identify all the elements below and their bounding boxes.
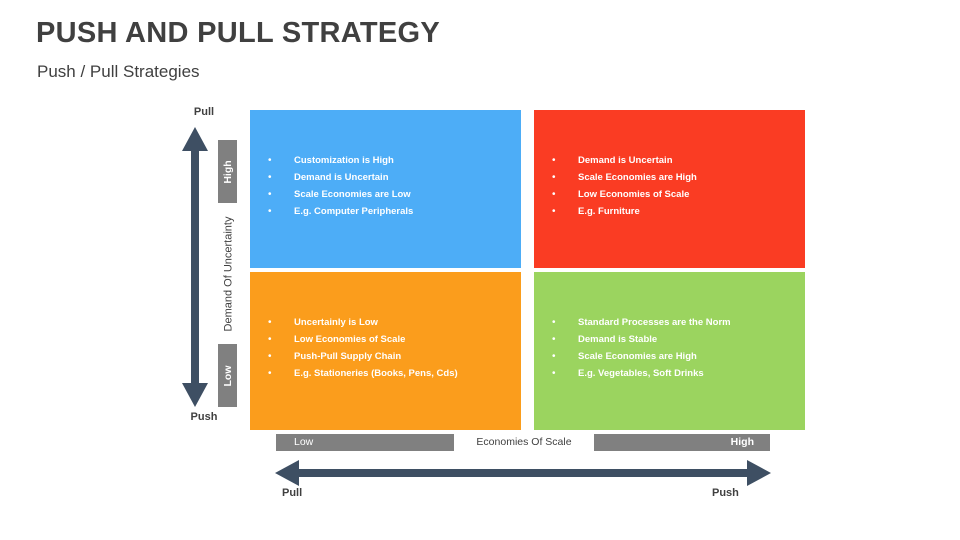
- bullet-icon: •: [268, 334, 272, 345]
- list-item: • Demand is Uncertain: [552, 152, 697, 169]
- list-item-label: Low Economies of Scale: [578, 189, 690, 200]
- horizontal-axis-low-label: Low: [294, 436, 314, 448]
- bullet-icon: •: [552, 334, 556, 345]
- list-item: • Demand is Stable: [552, 331, 731, 348]
- vertical-axis-low-tab: Low: [218, 344, 237, 407]
- list-item: • Standard Processes are the Norm: [552, 314, 731, 331]
- vertical-axis-title-label: Demand Of Uncertainty: [222, 216, 234, 332]
- list-item-label: Demand is Uncertain: [578, 155, 673, 166]
- bullet-icon: •: [268, 189, 272, 200]
- list-item: • Demand is Uncertain: [268, 169, 413, 186]
- bullet-icon: •: [268, 206, 272, 217]
- list-item-label: E.g. Computer Peripherals: [294, 206, 414, 217]
- double-headed-horizontal-arrow-icon: [275, 460, 771, 486]
- horizontal-axis-high-label: High: [730, 436, 754, 448]
- bullet-icon: •: [268, 172, 272, 183]
- quadrant-bottom-right-list: • Standard Processes are the Norm • Dema…: [552, 314, 731, 382]
- horizontal-axis-left-label: Pull: [282, 487, 303, 499]
- vertical-axis-top-label: Pull: [193, 106, 215, 118]
- bullet-icon: •: [552, 317, 556, 328]
- list-item: • Scale Economies are High: [552, 169, 697, 186]
- bullet-icon: •: [552, 155, 556, 166]
- list-item: • E.g. Vegetables, Soft Drinks: [552, 365, 731, 382]
- bullet-icon: •: [268, 317, 272, 328]
- quadrant-bottom-right: • Standard Processes are the Norm • Dema…: [534, 272, 805, 430]
- list-item-label: Uncertainly is Low: [294, 317, 378, 328]
- bullet-icon: •: [552, 189, 556, 200]
- vertical-axis-low-label: Low: [221, 365, 234, 386]
- horizontal-axis-right-label: Push: [712, 487, 739, 499]
- bullet-icon: •: [268, 368, 272, 379]
- list-item: • Scale Economies are High: [552, 348, 731, 365]
- list-item: • Scale Economies are Low: [268, 186, 413, 203]
- list-item-label: Low Economies of Scale: [294, 334, 406, 345]
- bullet-icon: •: [268, 155, 272, 166]
- list-item-label: Scale Economies are High: [578, 351, 697, 362]
- strategy-matrix: • Customization is High • Demand is Unce…: [250, 110, 805, 430]
- list-item: • Push-Pull Supply Chain: [268, 348, 458, 365]
- horizontal-axis-low-tab: Low: [276, 434, 454, 451]
- quadrant-bottom-left: • Uncertainly is Low • Low Economies of …: [250, 272, 521, 430]
- quadrant-top-right: • Demand is Uncertain • Scale Economies …: [534, 110, 805, 268]
- list-item-label: Demand is Stable: [578, 334, 658, 345]
- list-item-label: Scale Economies are High: [578, 172, 697, 183]
- vertical-axis-high-label: High: [221, 159, 234, 184]
- quadrant-top-left-list: • Customization is High • Demand is Unce…: [268, 152, 413, 220]
- list-item: • Low Economies of Scale: [552, 186, 697, 203]
- list-item: • E.g. Furniture: [552, 203, 697, 220]
- vertical-axis-title: Demand Of Uncertainty: [196, 194, 260, 354]
- vertical-axis-high-tab: High: [218, 140, 237, 203]
- list-item: • Uncertainly is Low: [268, 314, 458, 331]
- page-subtitle: Push / Pull Strategies: [37, 62, 200, 81]
- bullet-icon: •: [552, 206, 556, 217]
- page-title: PUSH AND PULL STRATEGY: [36, 17, 441, 49]
- bullet-icon: •: [552, 172, 556, 183]
- list-item-label: E.g. Furniture: [578, 206, 640, 217]
- list-item: • E.g. Computer Peripherals: [268, 203, 413, 220]
- bullet-icon: •: [552, 368, 556, 379]
- list-item: • Customization is High: [268, 152, 413, 169]
- bullet-icon: •: [552, 351, 556, 362]
- quadrant-bottom-left-list: • Uncertainly is Low • Low Economies of …: [268, 314, 458, 382]
- list-item-label: Demand is Uncertain: [294, 172, 389, 183]
- double-headed-vertical-arrow-icon: [182, 127, 208, 407]
- list-item-label: E.g. Vegetables, Soft Drinks: [578, 368, 704, 379]
- list-item-label: Standard Processes are the Norm: [578, 317, 731, 328]
- list-item: • E.g. Stationeries (Books, Pens, Cds): [268, 365, 458, 382]
- horizontal-axis-title: Economies Of Scale: [476, 436, 572, 448]
- horizontal-axis-high-tab: High: [594, 434, 770, 451]
- list-item: • Low Economies of Scale: [268, 331, 458, 348]
- vertical-axis-bottom-label: Push: [190, 411, 218, 423]
- list-item-label: Customization is High: [294, 155, 394, 166]
- quadrant-top-right-list: • Demand is Uncertain • Scale Economies …: [552, 152, 697, 220]
- quadrant-top-left: • Customization is High • Demand is Unce…: [250, 110, 521, 268]
- list-item-label: E.g. Stationeries (Books, Pens, Cds): [294, 368, 458, 379]
- bullet-icon: •: [268, 351, 272, 362]
- list-item-label: Push-Pull Supply Chain: [294, 351, 402, 362]
- list-item-label: Scale Economies are Low: [294, 189, 411, 200]
